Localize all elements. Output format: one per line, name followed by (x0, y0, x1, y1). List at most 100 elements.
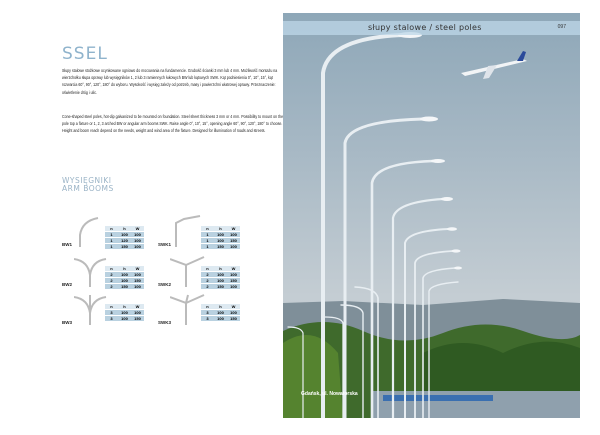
table-cell: 1 (105, 238, 118, 243)
table-cell: 100 (131, 310, 144, 315)
table-cell: 1 (201, 238, 214, 243)
table-cell: 100 (214, 232, 227, 237)
table-header: W (131, 266, 144, 271)
section-title: słupy stalowe / steel poles (368, 23, 482, 32)
table-cell: 150 (227, 278, 240, 283)
table-cell: 150 (118, 284, 131, 289)
table-header: h (118, 266, 131, 271)
arm-label: BW3 (62, 320, 72, 325)
table-cell: 100 (214, 278, 227, 283)
arms-heading-en: ARM BOOMS (62, 184, 114, 193)
table-cell: 3 (105, 316, 118, 321)
arm-label: SWK2 (158, 282, 172, 287)
table-cell: 100 (131, 272, 144, 277)
table-cell: 1 (105, 244, 118, 249)
table-cell: 2 (201, 284, 214, 289)
table-cell: 100 (227, 232, 240, 237)
table-header: n (105, 304, 118, 309)
table-cell: 120 (118, 238, 131, 243)
description-pl: Słupy stalowe stożkowe ocynkowane ogniow… (62, 68, 278, 95)
section-header-band: słupy stalowe / steel poles 097 (283, 21, 580, 35)
table-cell: 3 (105, 310, 118, 315)
table-cell: 150 (118, 244, 131, 249)
arms-heading: WYSIĘGNIKI ARM BOOMS (62, 177, 114, 193)
arm-label: BW1 (62, 242, 72, 247)
table-cell: 100 (227, 284, 240, 289)
table-cell: 100 (214, 310, 227, 315)
table-header: W (131, 226, 144, 231)
table-header: n (105, 266, 118, 271)
table-cell: 150 (131, 316, 144, 321)
table-cell: 150 (227, 316, 240, 321)
table-header: h (118, 226, 131, 231)
arm-boom-icon (74, 295, 107, 325)
arm-label: SWK1 (158, 242, 172, 247)
arm-label: SWK3 (158, 320, 172, 325)
table-cell: 100 (214, 272, 227, 277)
table-header: h (118, 304, 131, 309)
table-cell: 100 (131, 244, 144, 249)
photo-caption: Gdańsk, ul. Nowatorska (301, 391, 358, 397)
table-header: n (201, 266, 214, 271)
table-header: W (131, 304, 144, 309)
airplane (461, 51, 527, 79)
table-cell: 1 (201, 232, 214, 237)
table-cell: 100 (118, 310, 131, 315)
table-cell: 100 (227, 310, 240, 315)
table-cell: 2 (105, 278, 118, 283)
page-number: 097 (557, 24, 566, 30)
table-cell: 100 (118, 272, 131, 277)
arm-boom-icon (79, 217, 99, 247)
table-cell: 100 (131, 284, 144, 289)
table-cell: 150 (214, 244, 227, 249)
table-cell: 2 (201, 278, 214, 283)
table-cell: 1 (105, 232, 118, 237)
table-cell: 100 (214, 238, 227, 243)
table-header: n (105, 226, 118, 231)
table-cell: 100 (214, 316, 227, 321)
table-cell: 150 (214, 284, 227, 289)
table-cell: 100 (118, 278, 131, 283)
arm-boom-icon (170, 256, 205, 287)
arms-heading-pl: WYSIĘGNIKI (62, 176, 112, 185)
street-poles-photo: słupy stalowe / steel poles 097 Gdańsk, … (283, 13, 580, 418)
table-cell: 150 (131, 278, 144, 283)
table-cell: 100 (118, 316, 131, 321)
table-cell: 3 (201, 316, 214, 321)
table-cell: 2 (105, 272, 118, 277)
table-header: h (214, 226, 227, 231)
table-header: h (214, 266, 227, 271)
photo-scene (283, 32, 580, 418)
table-header: W (227, 226, 240, 231)
arm-boom-icon (175, 215, 201, 247)
arm-label: BW2 (62, 282, 72, 287)
table-cell: 100 (131, 232, 144, 237)
table-cell: 100 (131, 238, 144, 243)
table-header: W (227, 266, 240, 271)
table-header: h (214, 304, 227, 309)
arm-boom-icon (74, 258, 107, 287)
